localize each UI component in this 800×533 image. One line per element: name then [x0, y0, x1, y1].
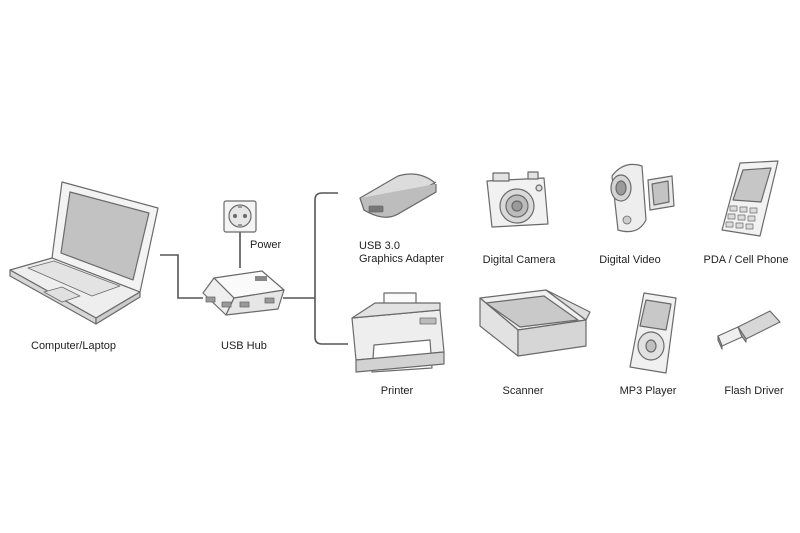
graphics-adapter-label-line1: USB 3.0: [359, 240, 400, 252]
power-label: Power: [250, 239, 282, 251]
usb-hub-label: USB Hub: [221, 340, 267, 352]
mp3-player-label: MP3 Player: [619, 385, 677, 397]
graphics-adapter-label: USB 3.0 Graphics Adapter: [359, 240, 444, 266]
scanner-icon: [479, 289, 591, 357]
usb-hub-icon: [202, 270, 285, 316]
device-bracket-line: [314, 192, 348, 345]
connector-lines: [160, 192, 348, 345]
flash-drive-icon: [717, 310, 781, 350]
printer-label: Printer: [380, 385, 414, 397]
digital-camera-icon: [486, 171, 549, 228]
laptop-to-hub-line: [160, 254, 203, 299]
mp3-player-icon: [629, 292, 677, 374]
graphics-adapter-icon: [359, 173, 437, 218]
laptop-icon: [9, 181, 159, 325]
graphics-adapter-label-line2: Graphics Adapter: [359, 253, 444, 265]
cell-phone-icon: [721, 160, 779, 237]
scanner-label: Scanner: [502, 385, 544, 397]
power-outlet-icon: [223, 200, 257, 233]
printer-icon: [351, 292, 445, 373]
camcorder-icon: [610, 163, 675, 233]
pda-cell-phone-label: PDA / Cell Phone: [703, 254, 789, 266]
flash-driver-label: Flash Driver: [724, 385, 784, 397]
digital-video-label: Digital Video: [599, 254, 661, 266]
digital-camera-label: Digital Camera: [482, 254, 556, 266]
computer-label: Computer/Laptop: [31, 340, 116, 352]
